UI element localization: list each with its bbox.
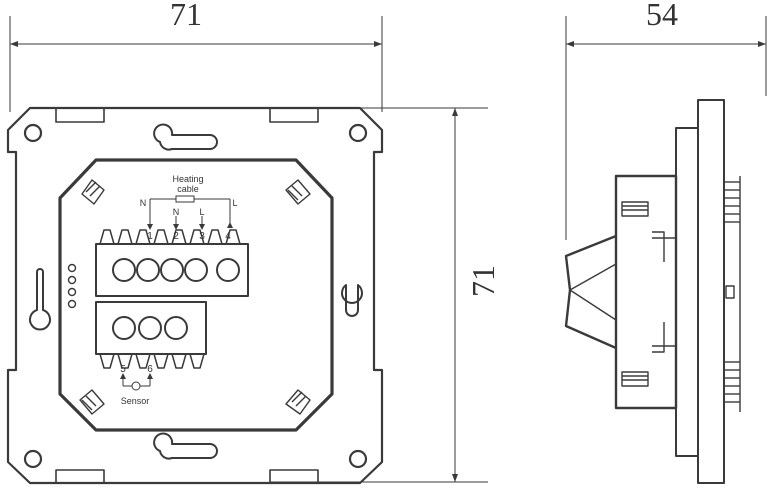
corner-hole-bottom-left bbox=[23, 449, 43, 469]
corner-hole-top-left bbox=[23, 123, 43, 143]
inner-body bbox=[614, 174, 678, 410]
heating-cable-label-2: cable bbox=[177, 184, 199, 194]
cover-fins bbox=[724, 176, 741, 412]
side-view bbox=[564, 99, 741, 484]
terminal-teeth-bottom bbox=[99, 353, 205, 369]
keyhole-bottom bbox=[153, 432, 218, 460]
frame bbox=[675, 127, 699, 457]
heating-cable-label-1: Heating bbox=[172, 174, 203, 184]
keyhole-top bbox=[153, 123, 218, 151]
terminal-block-sensor bbox=[95, 301, 207, 355]
terminal-4: 4 bbox=[225, 231, 231, 242]
sensor-symbol bbox=[120, 373, 153, 391]
clip-bottom-left bbox=[79, 389, 105, 415]
dimension-width-front bbox=[9, 16, 383, 112]
dimension-depth-label: 54 bbox=[646, 0, 678, 32]
terminal-teeth-top bbox=[99, 229, 241, 245]
front-cover bbox=[697, 99, 725, 484]
label-l-top: L bbox=[232, 198, 237, 208]
corner-hole-top-right bbox=[348, 123, 368, 143]
clip-top-left bbox=[81, 179, 105, 205]
terminal-block-power bbox=[95, 243, 249, 297]
label-l-mid: L bbox=[199, 207, 204, 217]
keyhole-left bbox=[29, 268, 51, 331]
terminal-3: 3 bbox=[199, 231, 205, 242]
mounting-plate-outline bbox=[6, 106, 384, 485]
clip-bottom-right bbox=[285, 389, 311, 415]
terminal-2: 2 bbox=[173, 231, 179, 242]
terminal-6: 6 bbox=[147, 364, 153, 375]
front-view bbox=[6, 106, 384, 485]
heating-cable-symbol bbox=[147, 195, 233, 230]
label-n-mid: N bbox=[173, 207, 180, 217]
terminal-1: 1 bbox=[147, 231, 153, 242]
corner-hole-bottom-right bbox=[348, 449, 368, 469]
sensor-label: Sensor bbox=[121, 396, 150, 406]
clip-top-right bbox=[285, 179, 311, 205]
terminal-5: 5 bbox=[120, 364, 126, 375]
keyhole-right bbox=[341, 284, 363, 317]
dimension-depth bbox=[565, 16, 767, 240]
heating-element-resistor bbox=[175, 195, 195, 203]
side-clips bbox=[621, 201, 676, 387]
sensor-circle bbox=[131, 381, 141, 391]
label-n-top: N bbox=[140, 198, 147, 208]
dimension-width-label: 71 bbox=[170, 0, 202, 32]
dimension-height bbox=[270, 107, 488, 483]
inner-housing bbox=[58, 158, 334, 432]
dimension-height-label: 71 bbox=[465, 265, 501, 297]
indicator-dots bbox=[67, 263, 77, 309]
